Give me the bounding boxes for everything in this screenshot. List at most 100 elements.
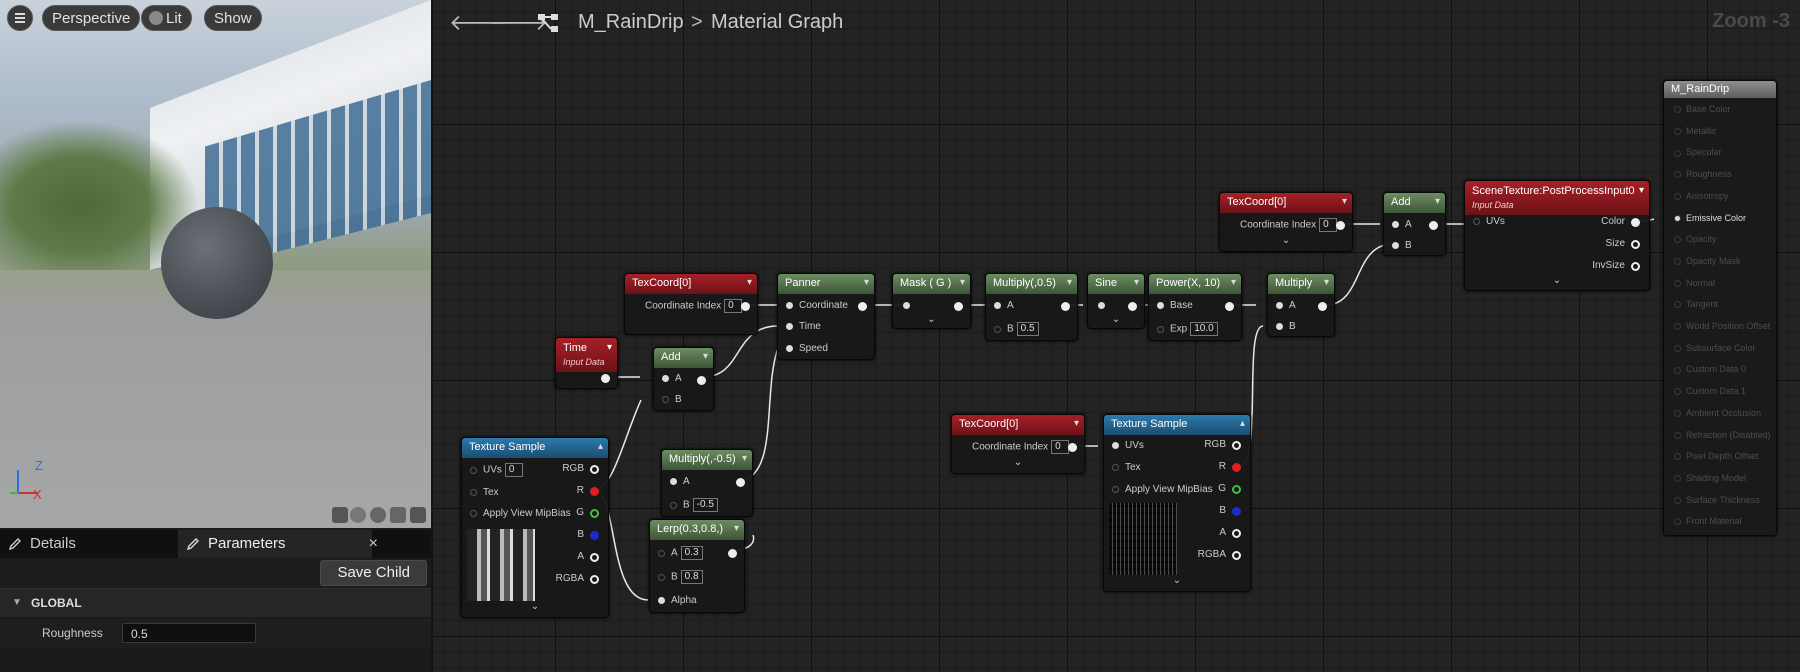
output-pin[interactable] — [1068, 443, 1077, 452]
chevron-down-icon[interactable]: ▾ — [733, 523, 739, 534]
output-pin[interactable] — [954, 302, 963, 311]
input-pin[interactable] — [658, 596, 665, 604]
output-pin[interactable] — [1061, 302, 1070, 311]
input-pin[interactable] — [1674, 258, 1681, 266]
expand-chevron-icon[interactable]: ⌄ — [1552, 275, 1562, 286]
input-pin[interactable] — [1112, 485, 1119, 493]
input-pin[interactable] — [903, 302, 910, 309]
node-sine[interactable]: Sine▾ ⌄ — [1087, 273, 1145, 329]
output-pin[interactable] — [1429, 221, 1438, 230]
material-pin[interactable]: Shading Model — [1674, 470, 1746, 486]
a-output-pin[interactable] — [1232, 529, 1241, 538]
teapot-icon[interactable] — [410, 507, 426, 523]
input-pin[interactable] — [1674, 149, 1681, 157]
output-pin[interactable] — [601, 374, 610, 383]
input-pin[interactable] — [1674, 214, 1681, 222]
rgb-output-pin[interactable] — [590, 465, 599, 474]
node-add-2[interactable]: Add▾ A B — [1383, 192, 1446, 256]
material-pin[interactable]: Opacity Mask — [1674, 253, 1741, 269]
node-panner[interactable]: Panner▾ Coordinate Time Speed — [777, 273, 875, 360]
viewport[interactable]: Perspective Lit Show Z X — [0, 0, 431, 528]
input-pin[interactable] — [1112, 441, 1119, 449]
chevron-down-icon[interactable]: ▾ — [1133, 277, 1139, 288]
b-output-pin[interactable] — [590, 531, 599, 540]
input-pin[interactable] — [1157, 325, 1164, 333]
input-pin[interactable] — [1276, 301, 1283, 309]
material-graph[interactable]: 🡐 🡒 M_RainDrip > Material Graph Zoom -3 — [433, 0, 1800, 672]
expand-chevron-icon[interactable]: ⌄ — [1281, 235, 1291, 246]
lit-button[interactable]: Lit — [141, 5, 192, 31]
output-pin[interactable] — [741, 302, 750, 311]
material-pin[interactable]: Opacity — [1674, 231, 1717, 247]
chevron-down-icon[interactable]: ▾ — [1073, 418, 1079, 429]
material-pin[interactable]: Front Material — [1674, 513, 1742, 529]
input-pin[interactable] — [1098, 302, 1105, 309]
output-pin[interactable] — [1336, 221, 1345, 230]
input-pin[interactable] — [1674, 301, 1681, 309]
chevron-down-icon[interactable]: ▾ — [1638, 185, 1644, 196]
input-pin[interactable] — [1674, 518, 1681, 526]
rgba-output-pin[interactable] — [590, 575, 599, 584]
material-pin[interactable]: Normal — [1674, 275, 1715, 291]
coord-index-field[interactable]: 0 — [724, 299, 743, 313]
input-pin[interactable] — [470, 488, 477, 496]
input-pin[interactable] — [1674, 409, 1681, 417]
coord-index-field[interactable]: 0 — [1051, 440, 1070, 454]
input-pin[interactable] — [470, 509, 477, 517]
input-pin[interactable] — [1674, 171, 1681, 179]
close-tab-icon[interactable]: × — [368, 535, 378, 552]
g-output-pin[interactable] — [1232, 485, 1241, 494]
input-pin[interactable] — [1157, 301, 1164, 309]
output-pin[interactable] — [1318, 302, 1327, 311]
r-output-pin[interactable] — [1232, 463, 1241, 472]
global-group-header[interactable]: ▼ GLOBAL — [0, 588, 431, 617]
material-pin[interactable]: Metallic — [1674, 123, 1717, 139]
input-pin[interactable] — [662, 395, 669, 403]
chevron-down-icon[interactable]: ▾ — [959, 277, 965, 288]
input-pin[interactable] — [670, 477, 677, 485]
node-mask[interactable]: Mask ( G )▾ ⌄ — [892, 273, 971, 329]
input-pin[interactable] — [994, 301, 1001, 309]
material-pin[interactable]: Tangent — [1674, 296, 1718, 312]
cube-icon[interactable] — [390, 507, 406, 523]
node-multiply-2[interactable]: Multiply▾ A B — [1267, 273, 1335, 337]
material-pin[interactable]: Base Color — [1674, 101, 1731, 117]
b-value-field[interactable]: -0.5 — [692, 498, 718, 512]
input-pin[interactable] — [1112, 463, 1119, 471]
material-pin[interactable]: Ambient Occlusion — [1674, 405, 1761, 421]
a-value-field[interactable]: 0.3 — [680, 546, 703, 560]
node-multiply-3[interactable]: Multiply(,-0.5)▾ A B-0.5 — [661, 449, 753, 517]
input-pin[interactable] — [470, 466, 477, 474]
material-pin[interactable]: Roughness — [1674, 166, 1732, 182]
input-pin[interactable] — [994, 325, 1001, 333]
input-pin[interactable] — [786, 344, 793, 352]
uvs-value-field[interactable]: 0 — [504, 463, 523, 477]
input-pin[interactable] — [1674, 323, 1681, 331]
material-pin[interactable]: Subsurface Color — [1674, 340, 1756, 356]
chevron-down-icon[interactable]: ▾ — [1434, 196, 1440, 207]
chevron-down-icon[interactable]: ▾ — [606, 342, 612, 353]
input-pin[interactable] — [1276, 322, 1283, 330]
input-pin[interactable] — [786, 322, 793, 330]
expand-chevron-icon[interactable]: ⌄ — [1013, 457, 1023, 468]
material-pin[interactable]: World Position Offset — [1674, 318, 1770, 334]
color-output-pin[interactable] — [1631, 218, 1640, 227]
chevron-down-icon[interactable]: ▾ — [863, 277, 869, 288]
sphere-icon[interactable] — [350, 507, 366, 523]
back-arrow-icon[interactable]: 🡐 — [449, 10, 508, 35]
material-pin[interactable]: Anisotropy — [1674, 188, 1729, 204]
invsize-output-pin[interactable] — [1631, 262, 1640, 271]
node-texture-sample-2[interactable]: Texture Sample▴ UVs Tex Apply View MipBi… — [1103, 414, 1251, 592]
b-value-field[interactable]: 0.5 — [1016, 322, 1039, 336]
input-pin[interactable] — [1473, 217, 1480, 225]
input-pin[interactable] — [658, 549, 665, 557]
g-output-pin[interactable] — [590, 509, 599, 518]
material-pin[interactable]: Refraction (Disabled) — [1674, 427, 1771, 443]
chevron-down-icon[interactable]: ▾ — [746, 277, 752, 288]
perspective-button[interactable]: Perspective — [42, 5, 141, 31]
